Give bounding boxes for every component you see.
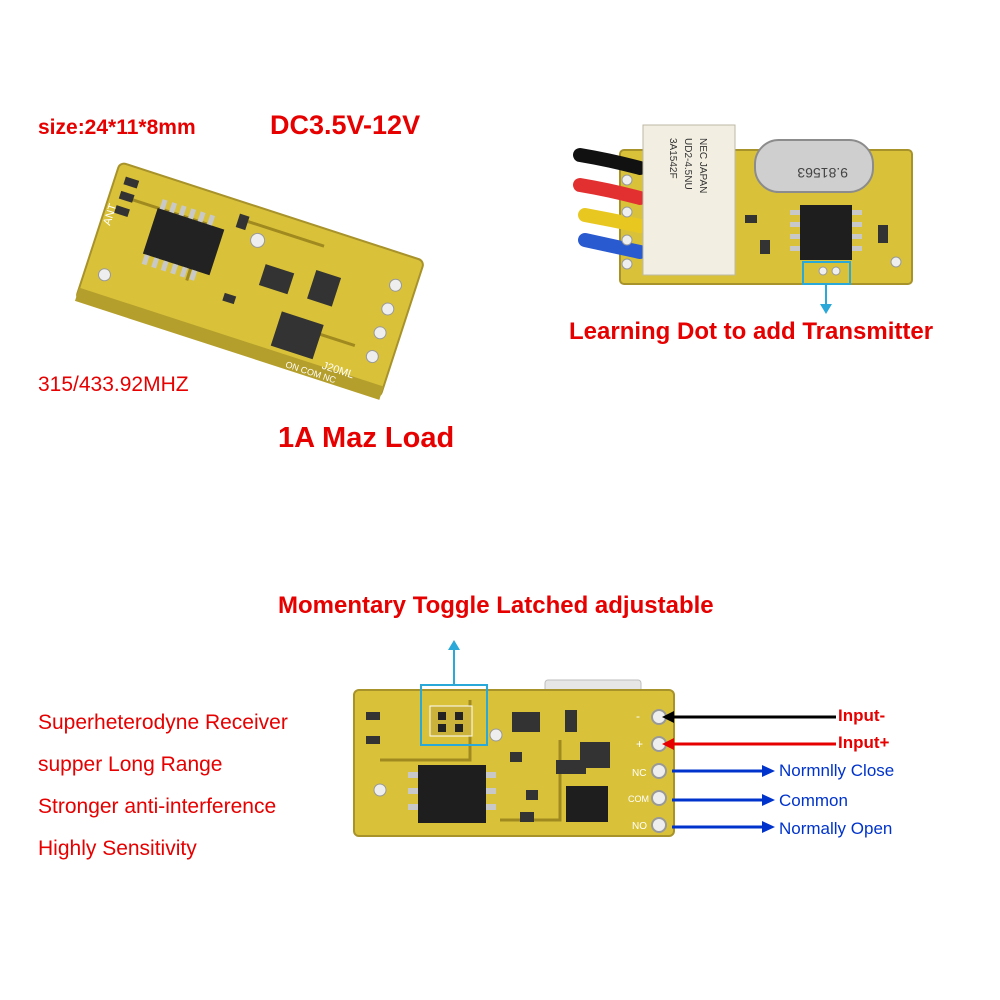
pin-label-input-plus: Input+ <box>838 733 890 752</box>
feature-item: Highly Sensitivity <box>38 837 197 860</box>
bottom-silk-minus: - <box>636 709 640 723</box>
learning-dot-text: Learning Dot to add Transmitter <box>569 318 934 345</box>
relay-marking-2: UD2-4.5NU <box>682 138 693 190</box>
feature-item: Superheterodyne Receiver <box>38 711 288 734</box>
mode-text: Momentary Toggle Latched adjustable <box>278 592 714 619</box>
pin-label-input-minus: Input- <box>838 706 886 725</box>
bottom-pcb: - + NC COM NO <box>353 640 675 837</box>
feature-item: Stronger anti-interference <box>38 795 277 818</box>
pin-label-normally-close: Normnlly Close <box>779 761 895 780</box>
relay-marking-1: NEC JAPAN <box>697 138 708 193</box>
crystal-marking: 9.81563 <box>797 165 848 181</box>
pin-label-common: Common <box>779 791 848 810</box>
pin-label-normally-open: Normally Open <box>779 819 893 838</box>
bottom-silk-no: NO <box>632 821 647 832</box>
load-text: 1A Maz Load <box>278 422 455 454</box>
top-left-pcb: ANT J20ML ON COM NC <box>74 162 424 400</box>
pin-arrows <box>662 711 836 833</box>
frequency-text: 315/433.92MHZ <box>38 373 189 396</box>
bottom-silk-nc: NC <box>632 768 646 779</box>
feature-list: Superheterodyne Receiver supper Long Ran… <box>38 702 288 870</box>
relay-marking-3: 3A1542F <box>667 138 678 179</box>
size-text: size:24*11*8mm <box>38 116 196 139</box>
voltage-text: DC3.5V-12V <box>270 110 421 140</box>
feature-item: supper Long Range <box>38 753 223 776</box>
bottom-silk-com: COM <box>628 794 649 804</box>
bottom-silk-plus: + <box>636 737 643 751</box>
top-right-pcb: NEC JAPAN UD2-4.5NU 3A1542F 9.81563 <box>573 124 913 314</box>
